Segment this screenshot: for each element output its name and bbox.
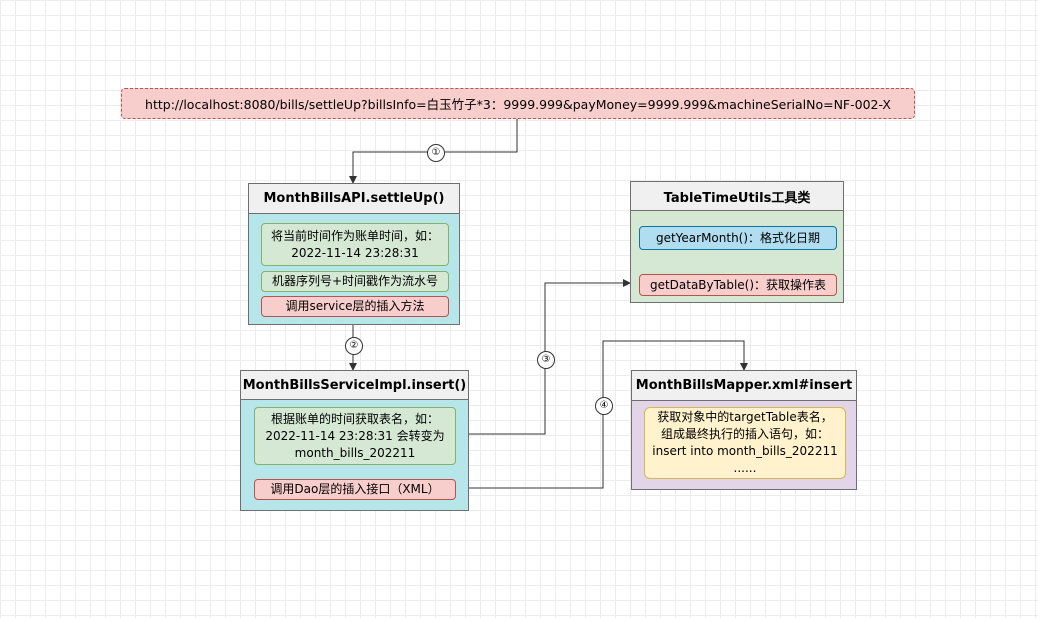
service-item-table-name-line-1: 根据账单的时间获取表名，如： (270, 411, 439, 426)
mapper-item-line-1: 获取对象中的targetTable表名， (657, 410, 833, 424)
api-item-time-line-1: 将当前时间作为账单时间，如： (270, 228, 439, 243)
api-item-serial: 机器序列号+时间戳作为流水号 (261, 271, 449, 292)
utils-card: TableTimeUtils工具类 getYearMonth()：格式化日期 g… (630, 181, 844, 303)
api-item-service-call: 调用service层的插入方法 (261, 296, 449, 317)
utils-item-year-month: getYearMonth()：格式化日期 (639, 226, 837, 250)
mapper-item-line-2: 组成最终执行的插入语句，如： (660, 427, 829, 441)
utils-item-data-by-table-text: getDataByTable()：获取操作表 (649, 277, 827, 292)
service-item-dao-call: 调用Dao层的插入接口（XML） (254, 479, 456, 500)
request-url-box: http://localhost:8080/bills/settleUp?bil… (121, 88, 915, 119)
service-item-table-name-line-2: 2022-11-14 23:28:31 会转变为 (265, 428, 445, 443)
mapper-item-line-3: insert into month_bills_202211 (652, 444, 838, 458)
mapper-card: MonthBillsMapper.xml#insert 获取对象中的target… (631, 370, 857, 490)
service-item-table-name: 根据账单的时间获取表名，如： 2022-11-14 23:28:31 会转变为 … (254, 407, 456, 465)
request-url-text: http://localhost:8080/bills/settleUp?bil… (145, 97, 891, 112)
api-item-service-call-text: 调用service层的插入方法 (285, 299, 425, 313)
service-card: MonthBillsServiceImpl.insert() 根据账单的时间获取… (240, 370, 469, 511)
utils-item-data-by-table: getDataByTable()：获取操作表 (639, 274, 837, 296)
step-3-badge: ③ (537, 351, 555, 369)
step-2-badge: ② (345, 337, 363, 355)
api-item-time: 将当前时间作为账单时间，如： 2022-11-14 23:28:31 (261, 223, 449, 266)
mapper-item-insert-sql: 获取对象中的targetTable表名， 组成最终执行的插入语句，如： inse… (644, 407, 846, 479)
connector-4 (469, 340, 748, 489)
service-card-title: MonthBillsServiceImpl.insert() (241, 371, 468, 400)
step-1-badge: ① (427, 144, 445, 162)
api-item-serial-text: 机器序列号+时间戳作为流水号 (271, 274, 439, 288)
api-item-time-line-2: 2022-11-14 23:28:31 (291, 245, 419, 260)
utils-item-year-month-text: getYearMonth()：格式化日期 (655, 230, 821, 245)
utils-card-title: TableTimeUtils工具类 (631, 182, 843, 211)
mapper-item-line-4: ...... (733, 461, 757, 475)
api-card: MonthBillsAPI.settleUp() 将当前时间作为账单时间，如： … (248, 183, 460, 325)
step-4-badge: ④ (595, 397, 613, 415)
mapper-card-title: MonthBillsMapper.xml#insert (632, 371, 856, 401)
service-item-table-name-line-3: month_bills_202211 (294, 445, 416, 460)
service-item-dao-call-text: 调用Dao层的插入接口（XML） (270, 482, 440, 496)
api-card-title: MonthBillsAPI.settleUp() (249, 184, 459, 214)
